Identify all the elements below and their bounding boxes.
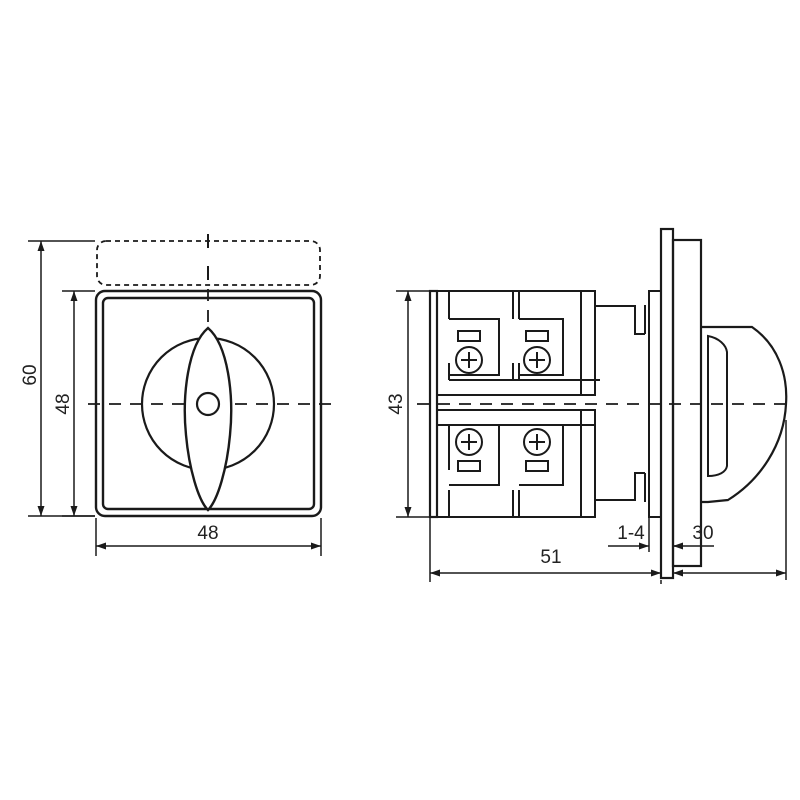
label-total-height: 60 <box>20 364 41 385</box>
knob-shaft-hole <box>195 391 221 417</box>
lower-contact-module <box>437 409 596 518</box>
front-bezel <box>671 238 703 568</box>
dimension-panel-thickness <box>608 518 714 552</box>
body-end-plate <box>428 289 439 519</box>
label-panel-width: 48 <box>197 523 218 544</box>
terminal-screw <box>523 428 551 472</box>
knob-profile-inner <box>707 334 728 478</box>
knob-handle <box>183 326 233 512</box>
terminal-screw <box>523 330 551 374</box>
front-view <box>28 234 333 556</box>
label-panel-thickness: 1-4 <box>617 523 645 544</box>
dimension-body-height <box>396 290 430 518</box>
side-view <box>396 227 788 584</box>
dimension-panel-width <box>95 518 322 556</box>
label-body-height: 43 <box>386 393 407 414</box>
upper-contact-module <box>437 290 600 396</box>
terminal-screw <box>455 330 483 374</box>
dimension-knob-depth <box>673 420 787 580</box>
label-knob-depth: 30 <box>692 523 713 544</box>
label-panel-height: 48 <box>53 393 74 414</box>
knob-profile <box>701 325 788 504</box>
dimension-body-depth <box>429 518 662 584</box>
terminal-screw <box>455 428 483 472</box>
shaft-housing <box>595 305 646 502</box>
label-body-depth: 51 <box>540 547 561 568</box>
dimension-panel-height <box>62 290 95 517</box>
